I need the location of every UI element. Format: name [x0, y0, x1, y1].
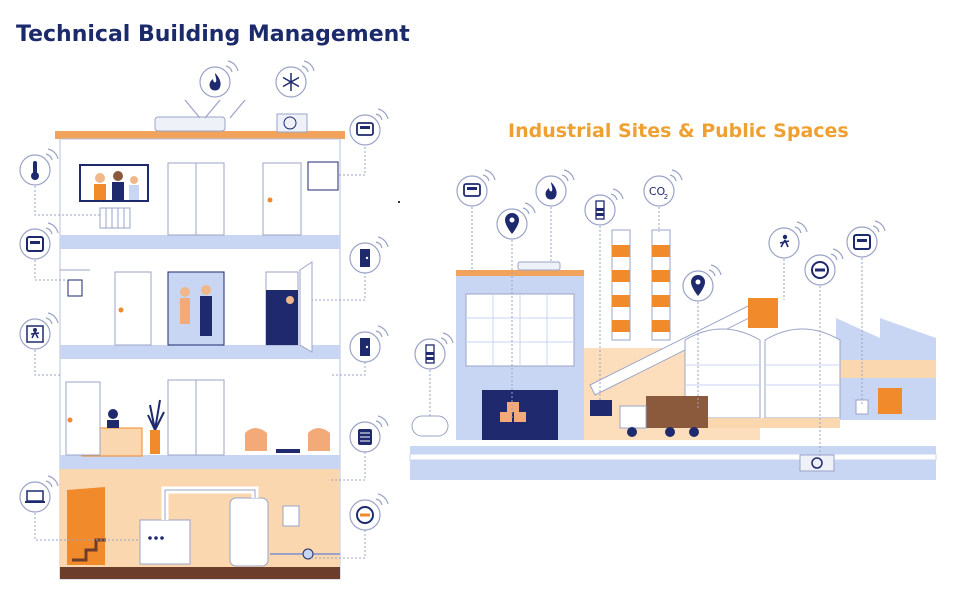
door-sensor-icon — [349, 236, 389, 274]
motion-sensor-icon — [768, 221, 808, 259]
co2-subscript: 2 — [664, 193, 668, 201]
co2-label: CO — [649, 185, 666, 198]
water-meter-icon — [804, 248, 844, 286]
laptop-icon — [19, 475, 59, 513]
level-sensor-icon — [584, 188, 624, 226]
motion-sensor-icon — [19, 312, 59, 350]
heat-meter-icon — [456, 169, 496, 207]
meter-icon — [19, 222, 59, 260]
heat-meter-icon — [349, 108, 389, 146]
building — [34, 99, 366, 580]
snowflake-icon — [275, 60, 315, 98]
location-pin-icon — [682, 264, 722, 302]
flame-icon — [535, 169, 575, 207]
water-meter-icon — [349, 493, 389, 531]
door-sensor-icon — [349, 325, 389, 363]
location-pin-icon — [496, 202, 536, 240]
industrial-site — [409, 207, 937, 480]
flame-icon — [199, 60, 239, 98]
stray-dot — [398, 201, 400, 203]
title-industrial-sites: Industrial Sites & Public Spaces — [508, 120, 849, 142]
co2-icon: CO 2 — [643, 169, 683, 207]
meter-icon — [846, 220, 886, 258]
thermometer-icon — [19, 148, 59, 186]
smart-panel-icon — [349, 415, 389, 453]
title-technical-building-management: Technical Building Management — [16, 22, 410, 47]
level-sensor-icon — [414, 332, 454, 370]
